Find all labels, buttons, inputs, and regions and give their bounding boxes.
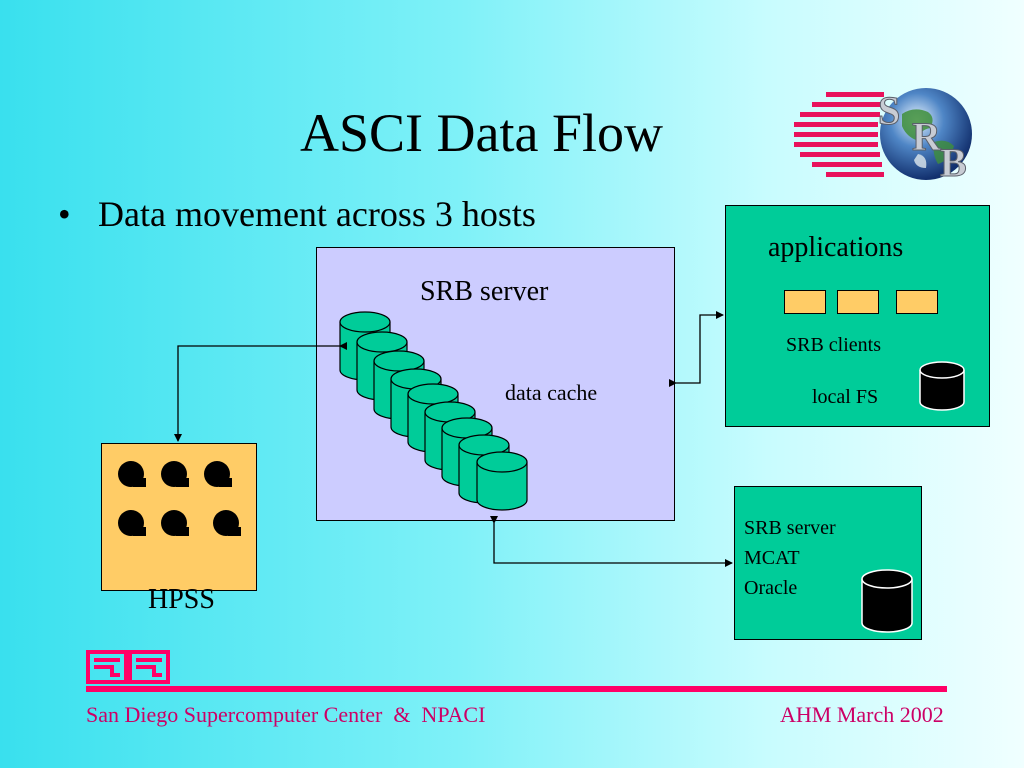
logo-speed-lines xyxy=(794,92,884,177)
srb-logo: S R B xyxy=(794,88,972,184)
srb-client-box xyxy=(837,290,879,314)
globe-icon xyxy=(880,88,972,180)
bullet-text: Data movement across 3 hosts xyxy=(98,194,536,234)
local-fs-label: local FS xyxy=(812,386,879,408)
bullet-item: • Data movement across 3 hosts xyxy=(58,192,536,236)
mcat-host-lines: SRB server MCAT Oracle xyxy=(744,513,836,603)
mcat-line-mcat: MCAT xyxy=(744,547,800,569)
logo-letter-r: R xyxy=(912,114,942,159)
data-cache-cylinders xyxy=(339,311,528,511)
footer-organization: San Diego Supercomputer Center & NPACI xyxy=(86,702,486,727)
srb-server-label: SRB server xyxy=(420,276,549,307)
footer-event-date: AHM March 2002 xyxy=(780,702,944,727)
srb-clients-label: SRB clients xyxy=(786,334,882,356)
logo-letter-b: B xyxy=(940,140,967,184)
cache-cylinder xyxy=(476,451,528,511)
hpss-tape-icons xyxy=(118,461,241,536)
srb-mcat-arrow xyxy=(490,516,733,567)
bullet-dot: • xyxy=(58,194,71,234)
srb-client-box xyxy=(784,290,826,314)
oracle-disk-icon xyxy=(861,569,913,633)
hpss-label: HPSS xyxy=(148,584,215,615)
sdsc-logo xyxy=(86,650,170,684)
footer-rule xyxy=(86,686,947,692)
srb-apps-arrow xyxy=(669,311,724,387)
applications-label: applications xyxy=(768,232,904,263)
slide-title: ASCI Data Flow xyxy=(300,103,663,163)
data-cache-label: data cache xyxy=(505,380,598,405)
logo-letter-s: S xyxy=(878,88,900,133)
mcat-line-oracle: Oracle xyxy=(744,577,798,599)
local-fs-disk-icon xyxy=(919,361,965,411)
mcat-line-server: SRB server xyxy=(744,517,836,539)
hpss-cache-arrow xyxy=(174,342,347,442)
srb-client-box xyxy=(896,290,938,314)
